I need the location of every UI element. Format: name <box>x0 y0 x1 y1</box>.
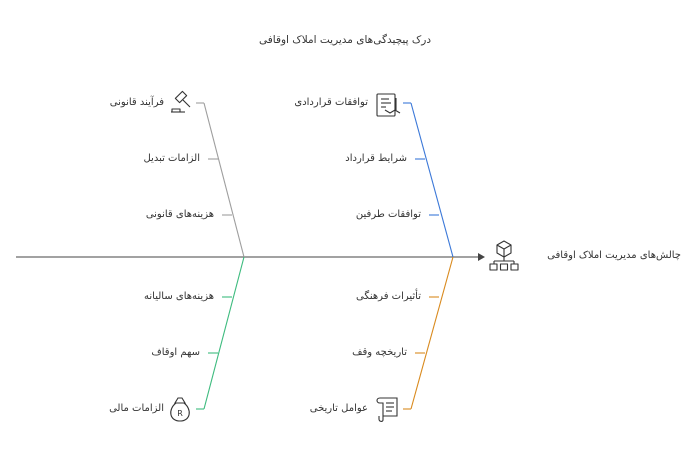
cause-label: تاریخچه وقف <box>352 347 407 358</box>
category-label-historical: عوامل تاریخی <box>309 403 368 414</box>
bone-legal-process <box>203 102 245 258</box>
svg-text:R: R <box>177 409 183 418</box>
cause-label: الزامات تبدیل <box>143 153 200 164</box>
money-bag-icon: R <box>170 397 190 422</box>
category-label-financial: الزامات مالی <box>109 403 164 414</box>
bone-contracts <box>410 102 454 258</box>
cause-label: شرایط قرارداد <box>345 153 407 164</box>
network-cube-icon <box>489 240 519 271</box>
contract-document-icon <box>376 93 401 117</box>
scroll-icon <box>376 397 398 422</box>
cause-label: سهم اوقاف <box>151 347 200 358</box>
category-label-contracts: توافقات قراردادی <box>294 97 368 108</box>
cause-label: هزینه‌های قانونی <box>145 209 214 220</box>
bone-financial <box>203 256 245 410</box>
cause-label: هزینه‌های سالیانه <box>144 291 214 302</box>
gavel-icon <box>171 90 191 113</box>
bone-historical <box>410 256 454 410</box>
cause-label: تأثیرات فرهنگی <box>356 291 421 302</box>
category-label-legal-process: فرآیند قانونی <box>109 97 164 108</box>
spine-arrowhead <box>478 253 485 261</box>
diagram-title: درک پیچیدگی‌های مدیریت املاک اوقافی <box>258 34 431 46</box>
cause-label: توافقات طرفین <box>355 209 421 220</box>
effect-label: چالش‌های مدیریت املاک اوقافی <box>547 250 681 261</box>
